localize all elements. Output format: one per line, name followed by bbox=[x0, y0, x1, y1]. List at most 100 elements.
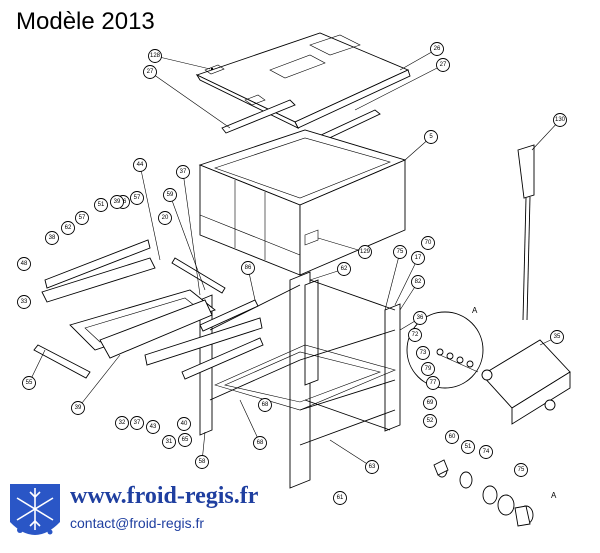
detail-label-a-bottom: A bbox=[551, 491, 557, 500]
callout-39: 39 bbox=[71, 401, 85, 415]
callout-label: 39 bbox=[75, 405, 82, 411]
callout-label: 75 bbox=[397, 249, 404, 255]
callout-label: 129 bbox=[360, 249, 371, 255]
callout-label: 62 bbox=[65, 225, 72, 231]
callout-label: 43 bbox=[150, 424, 157, 430]
callout-label: 59 bbox=[167, 192, 174, 198]
page-title: Modèle 2013 bbox=[16, 8, 155, 35]
callout-label: 44 bbox=[137, 162, 144, 168]
callout-61: 61 bbox=[333, 491, 347, 505]
callout-label: 57 bbox=[79, 215, 86, 221]
callout-74: 74 bbox=[479, 445, 493, 459]
callout-75: 75 bbox=[514, 463, 528, 477]
callout-label: 73 bbox=[420, 350, 427, 356]
callout-20: 20 bbox=[158, 211, 172, 225]
callout-26: 26 bbox=[430, 42, 444, 56]
callout-39: 39 bbox=[110, 195, 124, 209]
callout-label: 5 bbox=[429, 134, 433, 140]
callout-label: 55 bbox=[26, 380, 33, 386]
callout-label: 27 bbox=[440, 62, 447, 68]
callout-label: 74 bbox=[483, 449, 490, 455]
callout-75: 75 bbox=[393, 245, 407, 259]
leader-lines bbox=[28, 48, 561, 468]
callout-72: 72 bbox=[408, 328, 422, 342]
callout-27: 27 bbox=[143, 65, 157, 79]
callout-63: 63 bbox=[365, 460, 379, 474]
callout-label: 32 bbox=[119, 420, 126, 426]
callout-60: 60 bbox=[445, 430, 459, 444]
callout-82: 82 bbox=[411, 275, 425, 289]
callout-68: 68 bbox=[253, 436, 267, 450]
detail-label-a: A bbox=[472, 306, 478, 315]
callout-label: 82 bbox=[415, 279, 422, 285]
callout-label: 70 bbox=[425, 240, 432, 246]
callout-37: 37 bbox=[130, 416, 144, 430]
callout-label: 86 bbox=[245, 265, 252, 271]
callout-label: 26 bbox=[434, 46, 441, 52]
callout-label: 40 bbox=[181, 421, 188, 427]
callout-label: 62 bbox=[341, 266, 348, 272]
callout-35: 35 bbox=[550, 330, 564, 344]
callout-55: 55 bbox=[22, 376, 36, 390]
callout-label: 65 bbox=[182, 437, 189, 443]
callout-27: 27 bbox=[436, 58, 450, 72]
callout-label: 38 bbox=[49, 235, 56, 241]
lid-panel bbox=[195, 32, 411, 129]
callout-label: 68 bbox=[257, 440, 264, 446]
callout-33: 33 bbox=[17, 295, 31, 309]
callout-62: 62 bbox=[337, 262, 351, 276]
callout-label: 57 bbox=[134, 195, 141, 201]
website-link[interactable]: www.froid-regis.fr bbox=[70, 483, 259, 509]
callout-32: 32 bbox=[115, 416, 129, 430]
callout-51: 51 bbox=[461, 440, 475, 454]
callout-label: 130 bbox=[555, 117, 566, 123]
callout-label: 48 bbox=[21, 261, 28, 267]
callout-label: 63 bbox=[369, 464, 376, 470]
callout-43: 43 bbox=[146, 420, 160, 434]
callout-label: 31 bbox=[166, 439, 173, 445]
callout-57: 57 bbox=[130, 191, 144, 205]
callout-label: 39 bbox=[114, 199, 121, 205]
callout-numbers: 128 27 26 27 5 130 44 37 36 51 39 57 62 57 38 59 20 48 33 8… bbox=[17, 42, 567, 505]
callout-37: 37 bbox=[176, 165, 190, 179]
callout-51: 51 bbox=[94, 198, 108, 212]
callout-17: 17 bbox=[411, 251, 425, 265]
callout-label: 36 bbox=[417, 315, 424, 321]
drain-assembly bbox=[481, 339, 571, 425]
callout-label: 20 bbox=[162, 215, 169, 221]
callout-label: 77 bbox=[430, 380, 437, 386]
callout-5: 5 bbox=[424, 130, 438, 144]
callout-label: 37 bbox=[180, 169, 187, 175]
callout-label: 69 bbox=[427, 400, 434, 406]
callout-79: 79 bbox=[421, 362, 435, 376]
callout-38: 38 bbox=[45, 231, 59, 245]
scraper-paddle bbox=[517, 144, 535, 321]
callout-label: 75 bbox=[518, 467, 525, 473]
contact-email[interactable]: contact@froid-regis.fr bbox=[70, 515, 205, 531]
callout-73: 73 bbox=[416, 346, 430, 360]
callout-label: 68 bbox=[262, 402, 269, 408]
callout-label: 79 bbox=[425, 366, 432, 372]
callout-68: 68 bbox=[258, 398, 272, 412]
callout-130: 130 bbox=[553, 113, 567, 127]
left-parts bbox=[33, 239, 264, 380]
detail-circle bbox=[406, 311, 484, 389]
callout-31: 31 bbox=[162, 435, 176, 449]
callout-label: 72 bbox=[412, 332, 419, 338]
snowflake-logo-icon bbox=[10, 484, 60, 535]
callout-86: 86 bbox=[241, 261, 255, 275]
callout-59: 59 bbox=[163, 188, 177, 202]
callout-52: 52 bbox=[423, 414, 437, 428]
callout-label: 52 bbox=[427, 418, 434, 424]
callout-48: 48 bbox=[17, 257, 31, 271]
callout-label: 35 bbox=[554, 334, 561, 340]
callout-label: 128 bbox=[150, 53, 161, 59]
callout-label: 60 bbox=[449, 434, 456, 440]
callout-label: 27 bbox=[147, 69, 154, 75]
callout-label: 58 bbox=[199, 459, 206, 465]
callout-129: 129 bbox=[358, 245, 372, 259]
callout-62: 62 bbox=[61, 221, 75, 235]
callout-44: 44 bbox=[133, 158, 147, 172]
callout-70: 70 bbox=[421, 236, 435, 250]
